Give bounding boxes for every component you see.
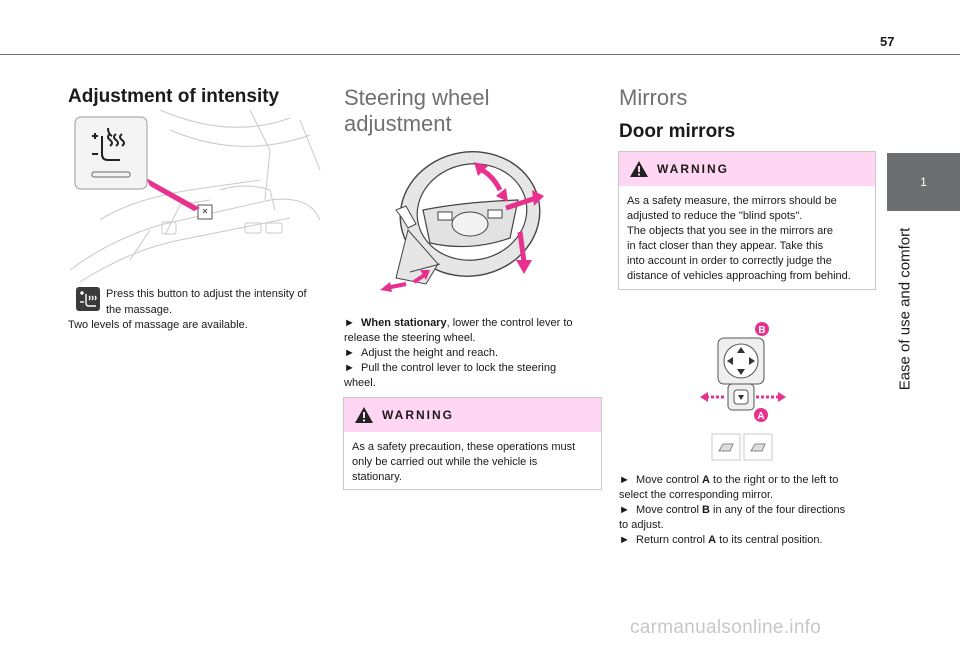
steering-step-3-cont: wheel.: [344, 377, 376, 389]
watermark: carmanualsonline.info: [630, 617, 822, 638]
warning-icon: [355, 407, 373, 423]
mirror-step-3: ► Return control A to its central positi…: [619, 534, 823, 546]
steering-warning-title: WARNING: [382, 408, 454, 422]
label-b: B: [758, 325, 765, 336]
page-number: 57: [880, 34, 895, 49]
mirrors-heading: Mirrors: [619, 85, 688, 110]
steering-step-1: ► When stationary, lower the control lev…: [344, 317, 573, 329]
mirrors-warning-title: WARNING: [657, 162, 729, 176]
massage-intensity-heading: Adjustment of intensity: [68, 86, 280, 107]
steering-wheel-illustration: [380, 151, 544, 292]
steering-step-2: ► Adjust the height and reach.: [344, 347, 498, 359]
label-a: A: [757, 411, 764, 422]
steering-heading-line1: Steering wheel: [344, 85, 490, 110]
mirrors-warning-line2: adjusted to reduce the "blind spots".: [627, 210, 803, 222]
mirrors-warning-line3: The objects that you see in the mirrors …: [627, 225, 834, 237]
label-b-marker: [755, 322, 769, 336]
steering-step-3: ► Pull the control lever to lock the ste…: [344, 362, 557, 374]
chapter-title: Ease of use and comfort: [896, 227, 914, 391]
mirrors-warning-header: WARNING: [619, 152, 875, 186]
massage-text-line3: Two levels of massage are available.: [68, 319, 248, 331]
steering-heading-line2: adjustment: [344, 111, 452, 136]
mirrors-warning-box: WARNING As a safety measure, the mirrors…: [618, 151, 876, 290]
header-rule: [0, 54, 960, 55]
mirrors-warning-line1: As a safety measure, the mirrors should …: [627, 195, 837, 207]
warning-icon: [630, 161, 648, 177]
massage-icon: [76, 287, 100, 311]
mirror-step-1-cont: select the corresponding mirror.: [619, 489, 774, 501]
mirror-step-2: ► Move control B in any of the four dire…: [619, 504, 846, 516]
door-mirrors-heading: Door mirrors: [619, 121, 736, 142]
steering-warning-box: WARNING As a safety precaution, these op…: [343, 397, 602, 490]
label-a-marker: [754, 408, 768, 422]
massage-text-line1: Press this button to adjust the intensit…: [106, 288, 307, 300]
massage-text-line2: the massage.: [106, 304, 173, 316]
mirrors-warning-line5: into account in order to correctly judge…: [627, 255, 832, 267]
mirrors-warning-line4: in fact closer than they appear. Take th…: [627, 240, 824, 252]
seat-illustration: [70, 110, 321, 282]
steering-warning-header: WARNING: [344, 398, 601, 432]
mirror-control-illustration: B A: [700, 322, 786, 461]
mirror-step-2-cont: to adjust.: [619, 519, 664, 531]
chapter-tab[interactable]: 1: [887, 153, 960, 211]
steering-step-1-cont: release the steering wheel.: [344, 332, 476, 344]
mirrors-warning-line6: distance of vehicles approaching from be…: [627, 270, 851, 282]
steering-warning-line2: only be carried out while the vehicle is: [352, 456, 538, 468]
mirror-step-1: ► Move control A to the right or to the …: [619, 474, 839, 486]
steering-warning-line1: As a safety precaution, these operations…: [352, 441, 576, 453]
steering-warning-line3: stationary.: [352, 471, 402, 483]
